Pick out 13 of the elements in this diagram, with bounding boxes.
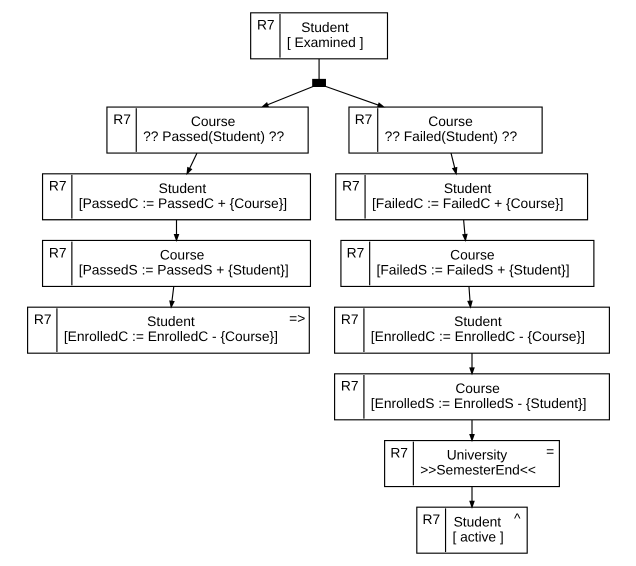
arrow	[186, 153, 197, 176]
arrow	[468, 486, 474, 509]
arrow	[324, 86, 385, 108]
arrow	[468, 353, 474, 376]
arrow	[450, 153, 457, 176]
arrow	[168, 286, 174, 309]
arrow	[462, 220, 468, 242]
connector	[318, 58, 320, 80]
arrow	[173, 220, 179, 242]
arrow	[468, 420, 474, 442]
arrow	[260, 86, 313, 108]
node-box	[312, 78, 326, 87]
arrow	[466, 286, 472, 309]
